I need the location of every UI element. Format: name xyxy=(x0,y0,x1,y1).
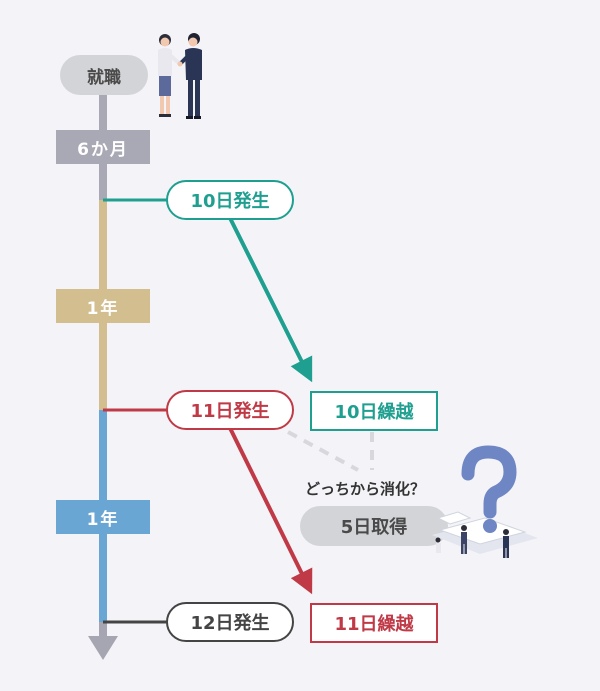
carry-11-box: 11日繰越 xyxy=(310,603,438,643)
taken-days-text: 5日取得 xyxy=(340,517,408,538)
start-label: 就職 xyxy=(60,55,148,95)
grant-11-text: 11日発生 xyxy=(190,401,270,422)
grant-12-text: 12日発生 xyxy=(190,613,270,634)
carry-11-text: 11日繰越 xyxy=(334,614,414,635)
taken-days-pill: 5日取得 xyxy=(300,506,448,546)
year1-label-text: 1年 xyxy=(86,298,120,319)
year2-label-text: 1年 xyxy=(86,509,120,530)
question-mark-illustration xyxy=(432,445,538,558)
year1-label: 1年 xyxy=(56,289,150,323)
handshake-illustration xyxy=(158,33,202,119)
carry-10-text: 10日繰越 xyxy=(334,402,414,423)
timeline-segment-end xyxy=(99,622,107,636)
grant-10-pill: 10日発生 xyxy=(166,180,294,220)
six-months-label-text: 6か月 xyxy=(77,139,129,160)
year2-label: 1年 xyxy=(56,500,150,534)
carryover-arrow-10 xyxy=(228,217,313,383)
grant-11-pill: 11日発生 xyxy=(166,390,294,430)
six-months-label: 6か月 xyxy=(56,130,150,164)
start-label-text: 就職 xyxy=(87,67,121,88)
carry-10-box: 10日繰越 xyxy=(310,391,438,431)
consumption-question-text: どっちから消化？ xyxy=(305,479,426,498)
grant-12-pill: 12日発生 xyxy=(166,602,294,642)
grant-10-text: 10日発生 xyxy=(190,191,270,212)
carryover-arrow-11 xyxy=(228,427,313,595)
timeline-arrow-head xyxy=(88,636,118,660)
dashed-line-left xyxy=(287,430,359,472)
consumption-question: どっちから消化？ xyxy=(305,476,455,500)
